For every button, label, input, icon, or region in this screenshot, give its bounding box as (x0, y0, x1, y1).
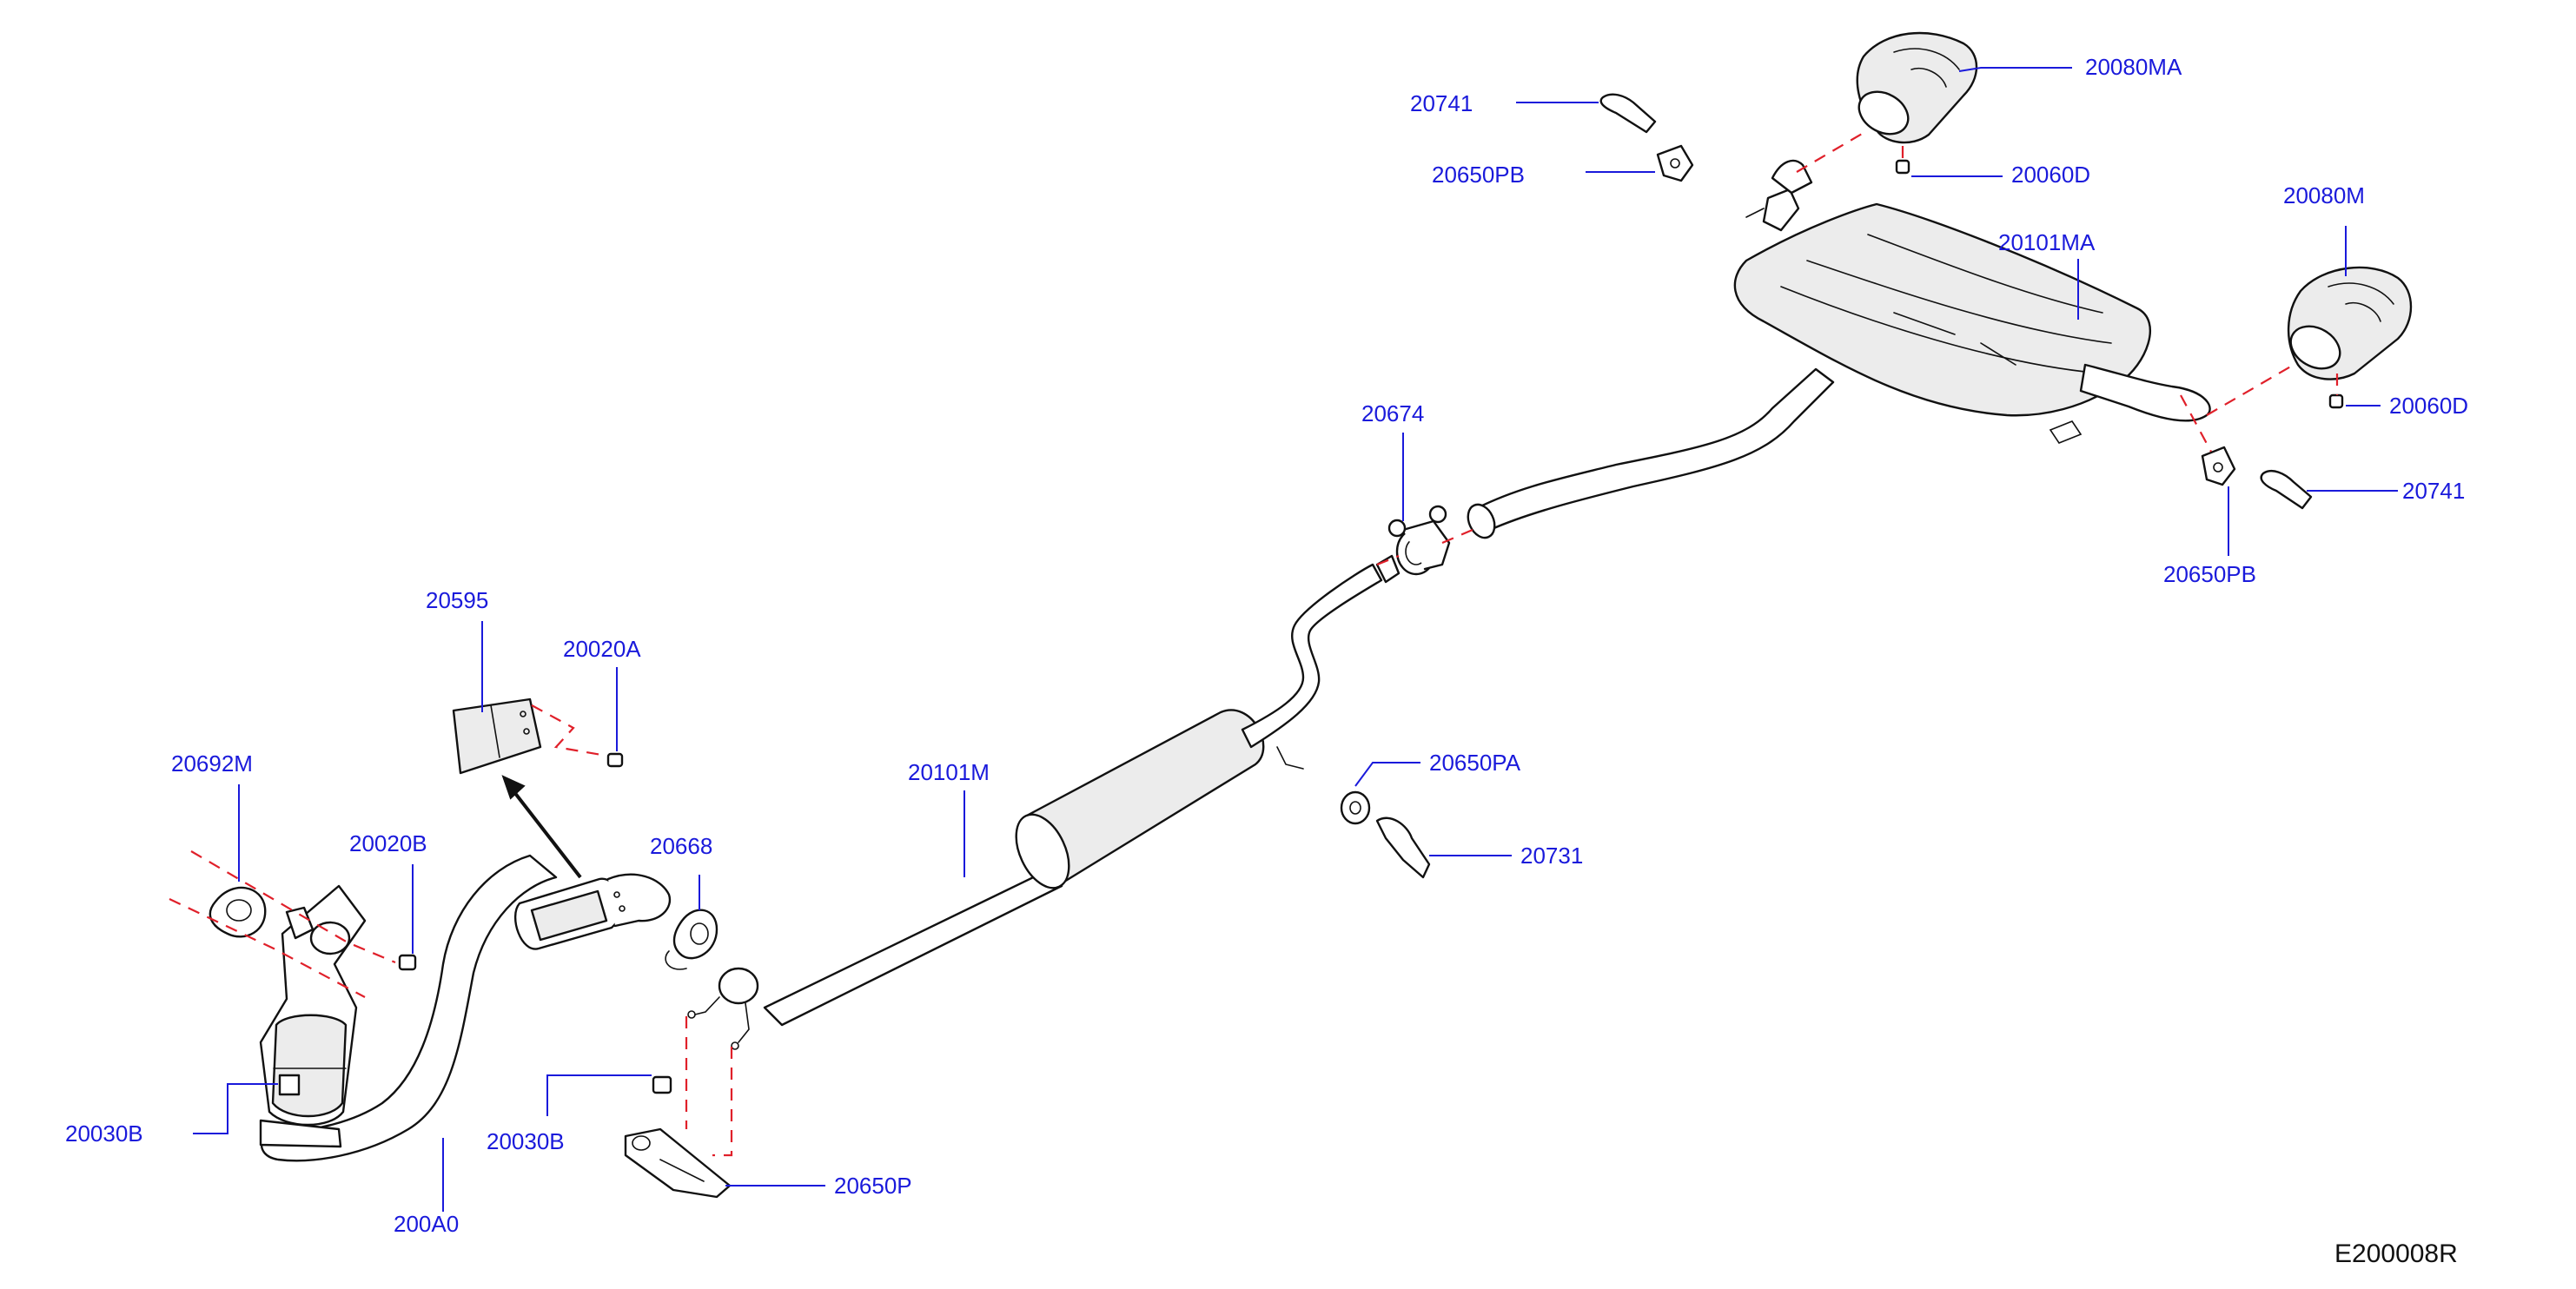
bolt-20020B-part (398, 954, 417, 971)
clamp-20674-part (1387, 505, 1451, 576)
callout-20080M: 20080M (2283, 182, 2365, 208)
mount-20650PB-a-part (1656, 144, 1694, 182)
leader-lines (193, 67, 2398, 1212)
bracket-20731-part (1375, 816, 1431, 879)
main-muffler-20101MA-part (1467, 159, 2211, 539)
front-tube-200A0 (259, 854, 558, 1162)
callout-20030B-b: 20030B (487, 1128, 565, 1154)
callout-20650P: 20650P (834, 1173, 912, 1199)
callout-20595: 20595 (426, 587, 488, 613)
bolt-20060D-a-part (1895, 159, 1910, 175)
callout-20668: 20668 (650, 833, 712, 859)
bolt-20020A-part (606, 752, 624, 768)
gasket-20692M-part (209, 886, 267, 938)
callout-20692M: 20692M (171, 750, 253, 777)
center-muffler-20101M-part (763, 554, 1401, 1027)
callout-labels: 20741 20650PB 20080MA 20060D 20101MA 200… (65, 54, 2468, 1237)
callout-20101M: 20101M (908, 759, 990, 785)
callout-20650PB-a: 20650PB (1432, 162, 1525, 188)
bracket-20741-b-part (2260, 470, 2313, 510)
gasket-20668-part (665, 909, 718, 970)
callout-20650PB-b: 20650PB (2163, 561, 2256, 587)
callout-20101MA: 20101MA (1998, 229, 2096, 255)
mounting-insulator-20650P-part (624, 1127, 732, 1199)
mount-20650PB-b-part (2201, 446, 2236, 486)
callout-20060D-a: 20060D (2011, 162, 2090, 188)
alignment-lines (169, 129, 2339, 1157)
callout-20741-b: 20741 (2402, 478, 2465, 504)
diagram-code: E200008R (2334, 1239, 2458, 1268)
callout-20080MA: 20080MA (2085, 54, 2182, 80)
callout-20020B: 20020B (349, 830, 427, 856)
nut-20030B-part (652, 1075, 672, 1094)
callout-200A0: 200A0 (394, 1211, 459, 1237)
front-muffler-hanger (687, 967, 759, 1050)
callout-20020A: 20020A (563, 636, 641, 662)
callout-20731: 20731 (1520, 843, 1583, 869)
finisher-20080MA-part (1856, 31, 1978, 144)
bolt-20060D-b-part (2328, 393, 2344, 409)
pointer-arrow (501, 775, 582, 879)
mounting-rubber-20650PA-part (1340, 790, 1371, 825)
callout-20060D-b: 20060D (2389, 393, 2468, 419)
center-converter (514, 873, 672, 950)
callout-20741-a: 20741 (1410, 90, 1473, 116)
callout-20674: 20674 (1361, 400, 1424, 426)
callout-20030B-a: 20030B (65, 1120, 143, 1147)
catalytic-converter (259, 884, 367, 1127)
heat-insulator-20595-part (452, 697, 542, 775)
finisher-20080M-part (2287, 266, 2413, 380)
callout-20650PA: 20650PA (1429, 750, 1521, 776)
bracket-20741-a-part (1599, 93, 1657, 134)
